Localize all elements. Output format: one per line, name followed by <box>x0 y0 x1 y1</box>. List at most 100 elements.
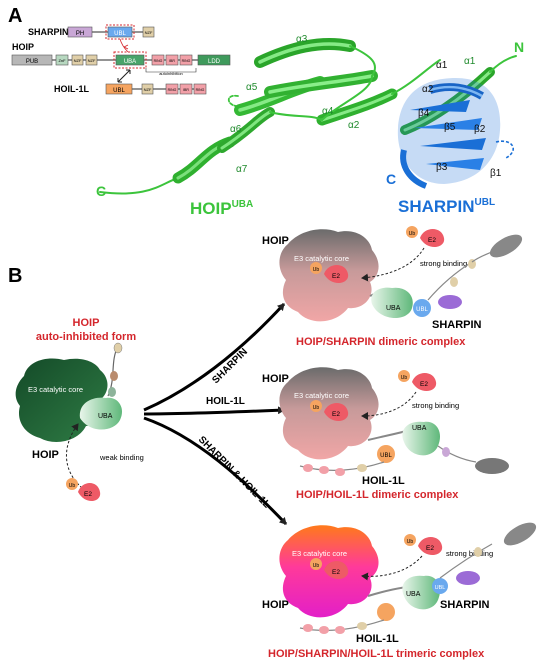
domain-map: SHARPIN PH UBL NZF HOIP PUB ZnF NZF NZF … <box>11 24 231 95</box>
top-hoip-text: HOIP <box>262 235 289 247</box>
n-terminus-label: N <box>514 39 524 55</box>
bot-core-text: E3 catalytic core <box>292 549 347 558</box>
top-ub2-text: Ub <box>409 231 416 237</box>
hoip-alpha3-label: α3 <box>296 34 308 45</box>
sharpin-beta2-label: β2 <box>474 124 486 135</box>
panel-a-label: A <box>8 5 22 27</box>
hoip-sharpin-complex: HOIP E3 catalytic core Ub E2 Ub E2 stron… <box>262 226 523 348</box>
bot-ubl-text: UBL <box>435 585 446 591</box>
autoinhibition-text: autoinhibition <box>159 71 183 76</box>
autoinhibited-title-1: HOIP <box>73 317 100 329</box>
mid-caption: HOIP/HOIL-1L dimeric complex <box>296 489 459 501</box>
sharpin-ubl-title: SHARPINUBL <box>398 197 495 216</box>
hoip-alpha2-label: α2 <box>348 120 360 131</box>
top-e2b-text: E2 <box>428 237 436 244</box>
bot-e2-text: E2 <box>332 569 340 576</box>
hoip-uba-domain <box>115 54 145 66</box>
top-e2-text: E2 <box>332 273 340 280</box>
autoinhibited-hoip: HOIP auto-inhibited form E3 catalytic co… <box>15 317 144 502</box>
mid-strong-text: strong binding <box>412 401 459 410</box>
top-ub-text: Ub <box>313 267 320 273</box>
hoip-ldd-domain <box>197 54 231 66</box>
hoil-ring2-text: RING <box>196 88 205 92</box>
hoip-ring2-text: RING <box>182 59 191 63</box>
sharpin-row-label: SHARPIN <box>28 27 69 37</box>
mid-core-text: E3 catalytic core <box>294 391 349 400</box>
hoil-nzf-text: NZF <box>144 87 152 92</box>
hoip-ldd-text: LDD <box>208 59 221 65</box>
hoip-alpha4-label: α4 <box>322 106 334 117</box>
hoip-nzf1-text: NZF <box>74 58 82 63</box>
hoil-ubl-domain <box>105 83 133 95</box>
left-uba-text: UBA <box>98 413 113 420</box>
hoip-alpha1-label: α1 <box>464 56 476 67</box>
hoip-uba-text: UBA <box>124 59 136 65</box>
hoip-row-label: HOIP <box>12 42 34 52</box>
sharpin-alpha1-label: α1 <box>436 60 448 71</box>
sharpin-beta4-label: β4 <box>418 108 430 119</box>
bot-e2b-text: E2 <box>426 545 434 552</box>
bot-sharpin-text: SHARPIN <box>440 599 490 611</box>
hoip-alpha7-label: α7 <box>236 164 248 175</box>
hoip-uba-structure <box>99 38 517 195</box>
hoip-hoil-complex: HOIP E3 catalytic core Ub E2 Ub E2 stron… <box>262 367 509 501</box>
sharpin-beta5-label: β5 <box>444 122 456 133</box>
bot-ub-text: Ub <box>313 563 320 569</box>
top-core-text: E3 catalytic core <box>294 254 349 263</box>
mid-hoil-text: HOIL-1L <box>362 475 405 487</box>
autoinhibited-title-2: auto-inhibited form <box>36 331 136 343</box>
mid-uba-text: UBA <box>412 425 427 432</box>
mid-e2-text: E2 <box>332 411 340 418</box>
sharpin-ubl-domain <box>107 26 133 38</box>
hoip-nzf2-text: NZF <box>88 58 96 63</box>
hoip-uba-highlight <box>113 51 147 69</box>
left-core-text: E3 catalytic core <box>28 385 83 394</box>
arrow-both-label: SHARPIN & HOIL-1L <box>196 434 272 510</box>
hoip-uba-title: HOIPUBA <box>190 199 253 218</box>
top-uba-text: UBA <box>386 305 401 312</box>
bot-uba-text: UBA <box>406 591 421 598</box>
top-sharpin-text: SHARPIN <box>432 319 482 331</box>
hoip-pub-domain <box>11 54 53 66</box>
mid-ubl-text: UBL <box>380 453 392 459</box>
bot-caption: HOIP/SHARPIN/HOIL-1L trimeric complex <box>268 648 485 660</box>
hoip-alpha6-label: α6 <box>230 124 242 135</box>
left-ub-text: Ub <box>69 483 76 489</box>
top-strong-text: strong binding <box>420 259 467 268</box>
hoil-ubl-text: UBL <box>113 88 125 94</box>
sharpin-ph-domain <box>67 26 93 38</box>
hoil-ring1-text: RING <box>168 88 177 92</box>
sharpin-ubl-structure <box>397 78 514 189</box>
top-caption: HOIP/SHARPIN dimeric complex <box>296 336 466 348</box>
hoip-ibr-text: IBR <box>169 59 175 63</box>
hoip-ring1-text: RING <box>154 59 163 63</box>
sharpin-alpha2-label: α2 <box>422 84 434 95</box>
sharpin-c-terminus-label: C <box>386 171 396 187</box>
panel-a-labels: α1 α2 α3 α4 α5 α6 α7 N C <box>96 34 524 199</box>
transition-arrows: SHARPIN HOIL-1L SHARPIN & HOIL-1L <box>143 302 288 526</box>
mid-ub-text: Ub <box>313 405 320 411</box>
left-hoip-text: HOIP <box>32 449 59 461</box>
mid-e2b-text: E2 <box>420 381 428 388</box>
sharpin-ubl-text: UBL <box>114 31 126 37</box>
sharpin-ss-labels: α1 α2 β1 β2 β3 β4 β5 C <box>386 60 502 187</box>
bot-hoil-text: HOIL-1L <box>356 633 399 645</box>
bot-strong-text: strong binding <box>446 549 493 558</box>
mid-hoip-text: HOIP <box>262 373 289 385</box>
weak-binding-text: weak binding <box>99 453 144 462</box>
trimeric-complex: E3 catalytic core Ub E2 Ub E2 strong bin… <box>262 522 537 660</box>
top-ubl-text: UBL <box>416 307 428 313</box>
bot-hoip-text: HOIP <box>262 599 289 611</box>
left-e2-text: E2 <box>84 491 92 498</box>
hoil-ibr-text: IBR <box>183 88 189 92</box>
hoip-znf-text: ZnF <box>58 58 66 63</box>
sharpin-beta3-label: β3 <box>436 162 448 173</box>
bot-ub2-text: Ub <box>407 539 414 545</box>
sharpin-ph-text: PH <box>76 31 84 37</box>
panel-b-label: B <box>8 265 22 287</box>
hoip-alpha5-label: α5 <box>246 82 258 93</box>
sharpin-nzf-domain <box>142 26 155 38</box>
hoip-c-terminus-label: C <box>96 183 106 199</box>
sharpin-nzf-text: NZF <box>145 30 153 35</box>
